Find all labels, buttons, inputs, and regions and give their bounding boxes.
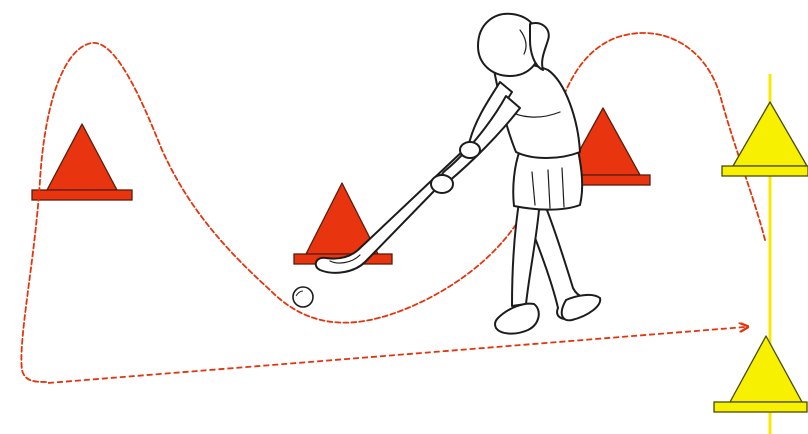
yellow-cone-top [722, 102, 808, 176]
yellow-cone-bottom [714, 336, 807, 412]
field-hockey-player-icon [316, 14, 600, 334]
red-cone-2 [294, 183, 392, 264]
ball-icon [293, 287, 313, 307]
return-arrow [48, 327, 745, 383]
dribble-path [21, 33, 765, 382]
red-cone-1 [32, 124, 132, 200]
